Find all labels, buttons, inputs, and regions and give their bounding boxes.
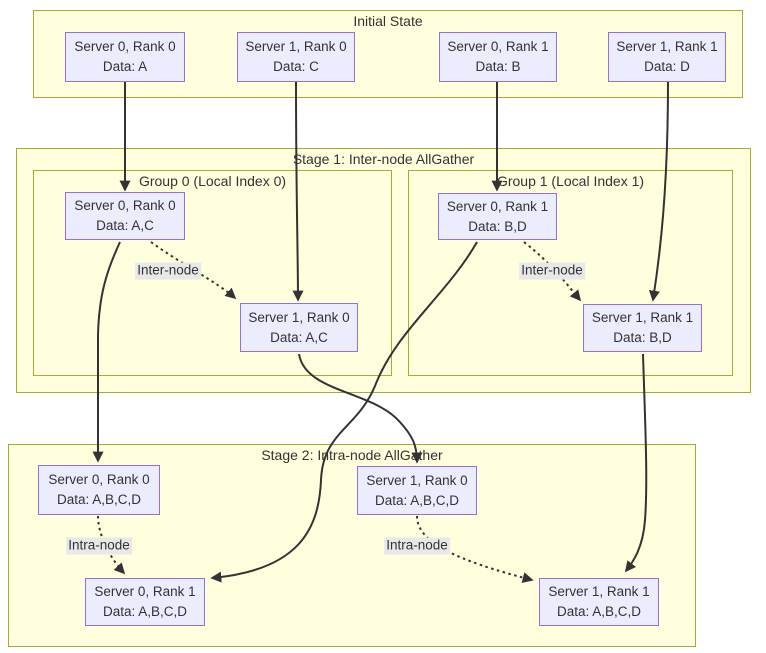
stage2-title: Stage 2: Intra-node AllGather [261,447,443,463]
initial-state-title: Initial State [353,13,423,29]
node-line2: Data: C [273,59,319,74]
node-line1: Server 1, Rank 1 [616,39,718,55]
group1-title: Group 1 (Local Index 1) [496,173,645,189]
node-stage2-server0-rank1: Server 0, Rank 1 Data: A,B,C,D [85,578,205,626]
node-line1: Server 0, Rank 0 [74,39,176,55]
stage1-title: Stage 1: Inter-node AllGather [292,151,475,167]
node-line2: Data: A [102,59,148,74]
node-line2: Data: A,C [270,329,328,345]
node-initial-server0-rank0: Server 0, Rank 0 Data: A [65,32,185,82]
node-line1: Server 0, Rank 1 [94,584,196,600]
node-stage2-server1-rank1: Server 1, Rank 1 Data: A,B,C,D [539,578,659,626]
node-line1: Server 0, Rank 0 [74,198,176,214]
edge-label-inter-node-left: Inter-node [135,262,201,280]
node-line2: Data: B [475,59,521,74]
node-line1: Server 1, Rank 0 [245,39,347,55]
node-initial-server1-rank0: Server 1, Rank 0 Data: C [237,32,355,82]
edge-label-intra-node-right: Intra-node [384,537,450,555]
node-group1-server0-rank1: Server 0, Rank 1 Data: B,D [438,193,557,240]
node-stage2-server1-rank0: Server 1, Rank 0 Data: A,B,C,D [357,466,477,515]
node-line1: Server 1, Rank 0 [248,309,350,325]
group0-title: Group 0 (Local Index 0) [138,173,287,189]
node-group0-server1-rank0: Server 1, Rank 0 Data: A,C [240,303,358,352]
node-line2: Data: D [644,59,690,74]
node-initial-server1-rank1: Server 1, Rank 1 Data: D [608,32,726,82]
node-line1: Server 0, Rank 1 [447,39,549,55]
node-stage2-server0-rank0: Server 0, Rank 0 Data: A,B,C,D [38,465,160,515]
node-line1: Server 0, Rank 0 [48,472,150,488]
node-line2: Data: B,D [613,330,672,345]
edge-label-inter-node-right: Inter-node [519,262,585,280]
node-line2: Data: A,C [96,218,154,233]
node-line1: Server 1, Rank 1 [591,310,694,326]
node-line2: Data: A,B,C,D [374,492,460,508]
node-initial-server0-rank1: Server 0, Rank 1 Data: B [439,32,557,82]
node-line2: Data: A,B,C,D [56,492,142,507]
node-group1-server1-rank1: Server 1, Rank 1 Data: B,D [583,304,702,352]
node-group0-server0-rank0: Server 0, Rank 0 Data: A,C [65,192,185,240]
node-line2: Data: B,D [468,218,527,234]
node-line2: Data: A,B,C,D [102,604,188,619]
edge-label-intra-node-left: Intra-node [66,537,132,555]
node-line1: Server 0, Rank 1 [446,198,549,214]
node-line2: Data: A,B,C,D [556,604,642,619]
node-line1: Server 1, Rank 0 [366,472,468,488]
node-line1: Server 1, Rank 1 [548,584,650,600]
